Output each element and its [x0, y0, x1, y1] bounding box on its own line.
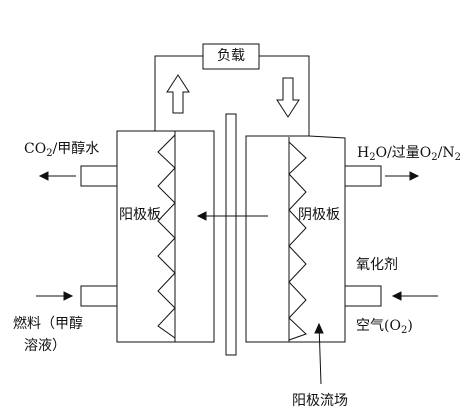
cathode-flow-channels [288, 141, 307, 341]
membrane [225, 113, 237, 356]
left-inlet-port [80, 285, 118, 307]
anode-flow-channels [157, 134, 176, 339]
up-arrow-icon [166, 74, 190, 114]
proton-arrow-head-icon [196, 211, 207, 221]
air-label: 空气(O2) [356, 318, 413, 336]
right-outlet-arrow-head-icon [409, 171, 420, 181]
left-outlet-label: CO2/甲醇水 [24, 141, 100, 159]
fuel-label-line2: 溶液） [24, 338, 66, 354]
left-outlet-arrow-head-icon [38, 171, 49, 181]
left-outlet-port [80, 165, 118, 187]
right-inlet-port [344, 285, 382, 307]
flow-field-pointer-head-icon [314, 322, 324, 334]
cathode-plate-label: 阴极板 [298, 207, 340, 223]
down-arrow-icon [276, 77, 300, 118]
circuit-wire-right [259, 55, 310, 136]
cathode-block [245, 135, 346, 343]
air-inlet-arrow-head-icon [391, 291, 402, 301]
anode-plate-label: 阳极板 [119, 207, 161, 223]
anode-block [116, 130, 215, 343]
flow-field-label: 阳极流场 [292, 393, 348, 409]
circuit-wire-left [154, 55, 203, 131]
right-outlet-port [344, 165, 382, 187]
load-box [202, 43, 260, 70]
oxidant-label: 氧化剂 [356, 257, 398, 273]
fuel-label-line1: 燃料（甲醇 [13, 316, 83, 332]
flow-field-pointer [318, 323, 322, 385]
fuel-inlet-arrow-head-icon [63, 291, 74, 301]
load-label: 负载 [217, 48, 245, 64]
right-outlet-label: H2O/过量O2/N2 [357, 145, 461, 163]
